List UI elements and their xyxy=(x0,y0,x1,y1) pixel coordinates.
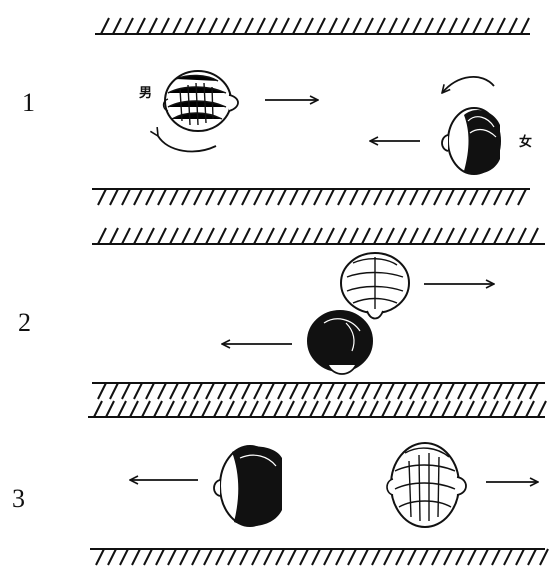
panel-1 xyxy=(158,70,501,175)
woman-head-icon xyxy=(307,310,373,375)
panel-3 xyxy=(130,442,538,528)
woman-head-icon xyxy=(441,107,501,175)
panel-2 xyxy=(222,252,494,375)
woman-head-icon xyxy=(213,445,282,527)
hatched-wall-icon xyxy=(90,548,549,566)
man-label: 男 xyxy=(139,86,153,101)
hatched-wall-icon xyxy=(92,382,545,400)
man-head-icon xyxy=(340,252,410,320)
panel-1-number: 1 xyxy=(22,88,35,117)
panel-2-number: 2 xyxy=(18,308,31,337)
man-head-icon xyxy=(162,70,239,132)
woman-label: 女 xyxy=(519,135,533,150)
man-head-icon xyxy=(386,442,467,528)
turn-arrow-icon xyxy=(158,136,217,153)
hatched-wall-icon xyxy=(92,227,545,245)
hatched-wall-icon xyxy=(88,400,547,418)
hatched-wall-icon xyxy=(92,188,530,206)
corridor-walls xyxy=(88,17,549,566)
hatched-wall-icon xyxy=(95,17,530,35)
turn-arrow-icon xyxy=(442,76,495,93)
panel-3-number: 3 xyxy=(12,484,25,513)
